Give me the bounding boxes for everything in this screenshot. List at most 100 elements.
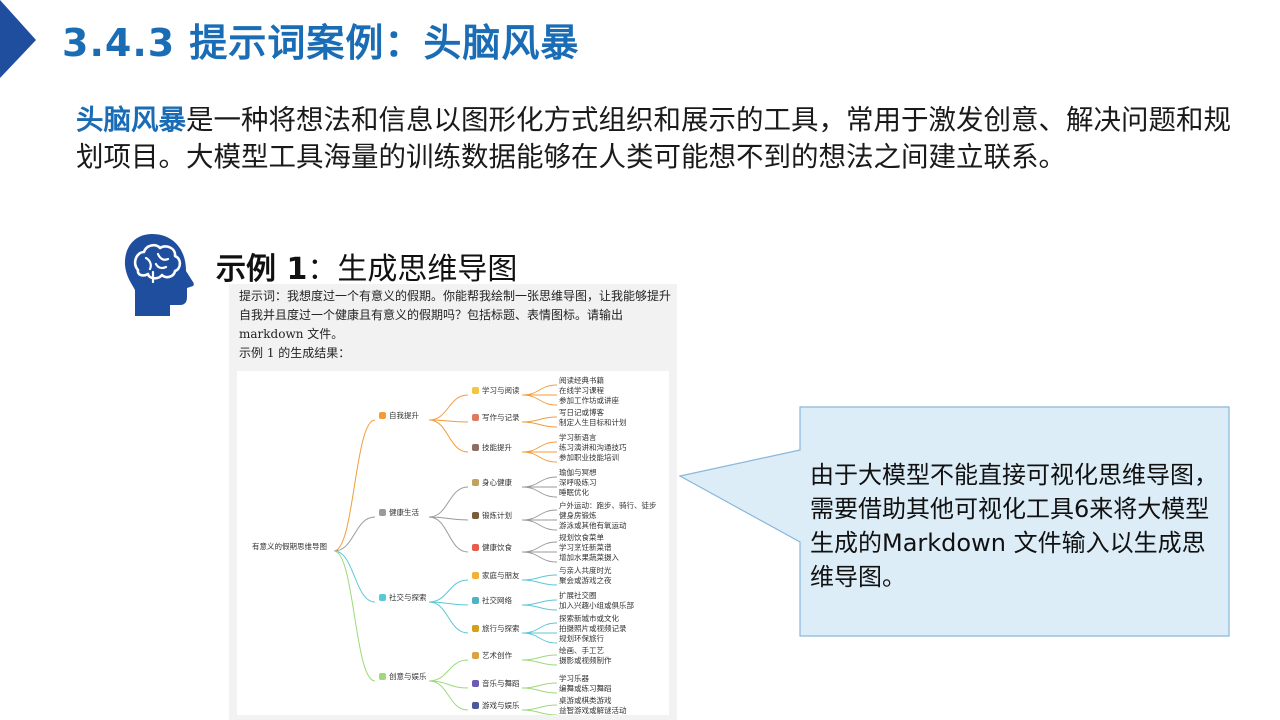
emoji-icon: [472, 597, 479, 604]
emoji-icon: [472, 414, 479, 421]
mind-map-connector: [521, 551, 558, 563]
mind-map-leaf-label: 加入兴趣小组或俱乐部: [559, 601, 634, 610]
mind-map-leaf-label: 练习演讲和沟通技巧: [559, 443, 627, 452]
emoji-icon: [379, 412, 386, 419]
mind-map-connector: [521, 709, 558, 715]
mind-map-leaf: 深呼吸练习: [559, 478, 597, 487]
mind-map-subtopic: 音乐与舞蹈: [472, 679, 520, 688]
mind-map-leaf-label: 增加水果蔬菜摄入: [559, 553, 619, 562]
mind-map-leaf-label: 学习乐器: [559, 674, 589, 683]
callout-text: 由于大模型不能直接可视化思维导图，需要借助其他可视化工具6来将大模型生成的Mar…: [810, 461, 1218, 591]
mind-map-leaf: 学习烹饪新菜谱: [559, 543, 612, 552]
example-label-rest: ：生成思维导图: [307, 252, 518, 287]
mind-map-connector: [333, 550, 376, 682]
mind-map-leaf-label: 参加工作坊或讲座: [559, 396, 619, 405]
example-label: 示例 1：生成思维导图: [216, 244, 517, 288]
mind-map-leaf-label: 学习新语言: [559, 433, 597, 442]
mind-map-subtopic-label: 家庭与朋友: [482, 571, 520, 580]
mind-map-subtopic-label: 游戏与娱乐: [482, 701, 520, 710]
mind-map-subtopic: 身心健康: [472, 478, 512, 487]
mind-map-subtopic: 游戏与娱乐: [472, 701, 520, 710]
mind-map-leaf-label: 聚会或游戏之夜: [559, 576, 612, 585]
mind-map-subtopic: 健康饮食: [472, 543, 512, 552]
mind-map-subtopic-label: 写作与记录: [482, 413, 520, 422]
result-label: 示例 1 的生成结果：: [239, 346, 351, 360]
mind-map-leaf: 规划环保旅行: [559, 634, 604, 643]
mind-map-leaf: 制定人生目标和计划: [559, 418, 627, 427]
emoji-icon: [472, 544, 479, 551]
mind-map-connector: [428, 579, 469, 603]
mind-map-leaf: 桌游或棋类游戏: [559, 696, 612, 705]
mind-map-leaf: 户外运动：跑步、骑行、徒步: [559, 501, 657, 510]
mind-map-subtopic-label: 身心健康: [482, 478, 512, 487]
mind-map-connector: [428, 659, 469, 682]
mind-map-root-label: 有意义的假期思维导图: [252, 542, 327, 551]
mind-map-leaf-label: 学习烹饪新菜谱: [559, 543, 612, 552]
mind-map-branch: 创意与娱乐: [379, 672, 427, 681]
mind-map-subtopic: 技能提升: [472, 443, 512, 452]
mind-map-leaf-label: 益智游戏或解谜活动: [559, 706, 627, 715]
mind-map-subtopic: 写作与记录: [472, 413, 520, 422]
mind-map-leaf-label: 桌游或棋类游戏: [559, 696, 612, 705]
mind-map-connector: [521, 519, 558, 531]
mind-map-connector: [521, 687, 558, 694]
mind-map-leaf-label: 规划饮食菜单: [559, 533, 604, 542]
mind-map-subtopic: 学习与阅读: [472, 386, 520, 395]
mind-map-leaf: 健身房锻炼: [559, 511, 597, 520]
mind-map-leaf: 参加工作坊或讲座: [559, 396, 619, 405]
mind-map-leaf: 学习乐器: [559, 674, 589, 683]
mind-map-connector: [521, 421, 558, 428]
mind-map-leaf-label: 户外运动：跑步、骑行、徒步: [559, 501, 657, 510]
mind-map-subtopic-label: 旅行与探索: [482, 624, 520, 633]
emoji-icon: [472, 572, 479, 579]
mind-map-subtopic: 家庭与朋友: [472, 571, 520, 580]
mind-map-branch-label: 社交与探索: [389, 593, 427, 602]
mind-map-leaf-label: 制定人生目标和计划: [559, 418, 627, 427]
mind-map-subtopic: 旅行与探索: [472, 624, 520, 633]
mind-map-leaf-label: 游泳或其他有氧运动: [559, 521, 627, 530]
mind-map-connector: [428, 486, 469, 518]
mind-map-subtopic-label: 社交网络: [482, 596, 512, 605]
head-brain-icon: [124, 234, 194, 316]
mind-map-leaf-label: 参加职业技能培训: [559, 453, 619, 462]
emoji-icon: [472, 680, 479, 687]
mind-map-leaf-label: 写日记或博客: [559, 408, 604, 417]
mind-map-subtopic-label: 音乐与舞蹈: [482, 679, 520, 688]
mind-map-leaf-label: 瑜伽与冥想: [559, 468, 597, 477]
mind-map-subtopic: 锻炼计划: [472, 511, 512, 520]
mind-map-connector: [521, 486, 558, 498]
intro-text: 是一种将想法和信息以图形化方式组织和展示的工具，常用于激发创意、解决问题和规划项…: [76, 104, 1231, 173]
mind-map-root: 有意义的假期思维导图: [252, 542, 327, 551]
mind-map-connector: [521, 579, 558, 586]
mind-map-branch-label: 创意与娱乐: [389, 672, 427, 681]
mind-map-connector: [428, 516, 469, 553]
emoji-icon: [472, 652, 479, 659]
mind-map-leaf: 与亲人共度时光: [559, 566, 612, 575]
mind-map-leaf-label: 与亲人共度时光: [559, 566, 612, 575]
mind-map-leaf-label: 编舞或练习舞蹈: [559, 684, 612, 693]
emoji-icon: [472, 625, 479, 632]
mind-map-subtopic-label: 学习与阅读: [482, 386, 520, 395]
mind-map-subtopic-label: 健康饮食: [482, 543, 512, 552]
mind-map-connector: [521, 659, 558, 666]
emoji-icon: [379, 509, 386, 516]
mind-map-leaf: 探索新城市或文化: [559, 614, 619, 623]
emoji-icon: [472, 512, 479, 519]
page-title: 3.4.3 提示词案例：头脑风暴: [62, 21, 580, 65]
mind-map-leaf: 阅读经典书籍: [559, 376, 604, 385]
mind-map-leaf: 学习新语言: [559, 433, 597, 442]
mind-map-leaf: 加入兴趣小组或俱乐部: [559, 601, 634, 610]
mind-map-connector: [521, 632, 558, 644]
mind-map-connector: [521, 451, 558, 463]
mind-map-branch-label: 自我提升: [389, 411, 419, 420]
mind-map-leaf-label: 拍摄照片或视频记录: [559, 624, 627, 633]
mind-map-leaf: 在线学习课程: [559, 386, 604, 395]
mind-map-subtopic: 社交网络: [472, 596, 512, 605]
mind-map-connector: [428, 601, 469, 634]
intro-keyword: 头脑风暴: [76, 104, 186, 136]
mind-map-lines: [333, 384, 558, 715]
mind-map-connector: [333, 419, 376, 552]
mind-map-subtopic-label: 艺术创作: [482, 651, 512, 660]
mind-map-leaf-label: 扩展社交圈: [559, 591, 597, 600]
